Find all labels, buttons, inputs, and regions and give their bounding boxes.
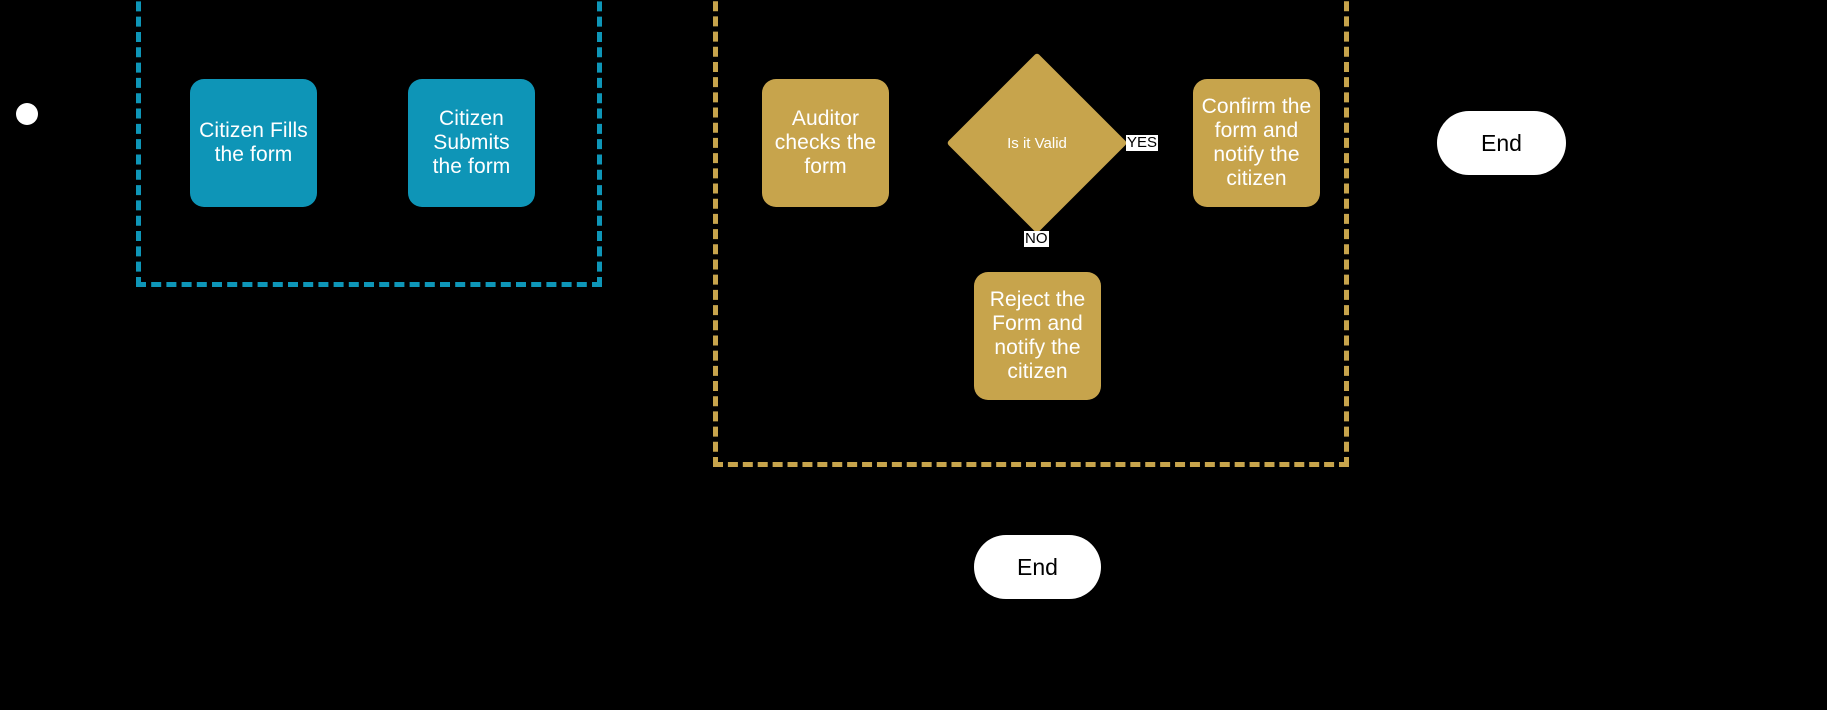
end-node-bottom[interactable]: End bbox=[974, 535, 1101, 599]
decision-is-it-valid[interactable]: Is it Valid bbox=[946, 52, 1128, 234]
edge-label-yes: YES bbox=[1126, 134, 1159, 151]
task-auditor-checks-form[interactable]: Auditor checks the form bbox=[762, 79, 889, 207]
end-node-right[interactable]: End bbox=[1437, 111, 1566, 175]
start-node-icon[interactable] bbox=[16, 103, 38, 125]
task-citizen-submits-form[interactable]: Citizen Submits the form bbox=[408, 79, 535, 207]
task-label: Auditor checks the form bbox=[774, 107, 877, 178]
end-node-label: End bbox=[1481, 130, 1522, 156]
task-label: Citizen Submits the form bbox=[432, 107, 511, 178]
end-node-label: End bbox=[1017, 554, 1058, 580]
decision-label: Is it Valid bbox=[1007, 134, 1067, 152]
task-label: Citizen Fills the form bbox=[199, 119, 308, 166]
task-citizen-fills-form[interactable]: Citizen Fills the form bbox=[190, 79, 317, 207]
edge-label-no: NO bbox=[1024, 230, 1049, 247]
lane-citizen[interactable] bbox=[136, 0, 602, 287]
lane-auditor[interactable] bbox=[713, 0, 1349, 467]
task-confirm-form-notify-citizen[interactable]: Confirm the form and notify the citizen bbox=[1193, 79, 1320, 207]
task-reject-form-notify-citizen[interactable]: Reject the Form and notify the citizen bbox=[974, 272, 1101, 400]
task-label: Confirm the form and notify the citizen bbox=[1201, 95, 1312, 190]
task-label: Reject the Form and notify the citizen bbox=[989, 288, 1086, 383]
